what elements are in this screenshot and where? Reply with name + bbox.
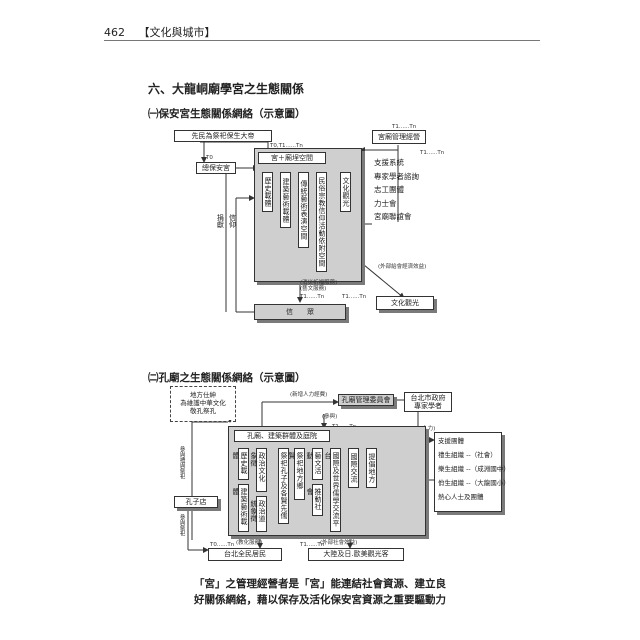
d2-mainland-box: 大陸及日.歐美觀光客 [308, 548, 404, 561]
d1-support-item: 支援系統 [374, 158, 404, 167]
d2-time-label-c: T1......Tn [300, 542, 325, 548]
d1-col-religion: 民俗宗教信仰活動依附空間 [316, 172, 327, 272]
time-label-t1tn-d: T1......Tn [342, 294, 367, 300]
running-header: 462 【文化與城市】 [104, 24, 216, 40]
diagram1-core-label: 宮＋廟埕空間 [258, 152, 326, 164]
d1-support-item: 志工團體 [374, 185, 404, 194]
d2-support-item: 禮生組織 --（社會） [438, 451, 497, 459]
section-title: 六、大龍峒廟學宮之生態關係 [148, 82, 305, 96]
diagram1-subtitle: ㈠保安宮生態關係網絡（示意圖） [148, 108, 306, 120]
d1-tourism-box: 文化觀光 [376, 296, 434, 310]
d1-belief-label: 信仰 [228, 214, 237, 228]
d2-support-item: 樂生組織 --（成淵國中） [438, 465, 510, 473]
d2-left-vertical-a: 參與禮與祭祀 [178, 446, 185, 479]
d2-support-item: 佾生組織 --（大龍國小） [438, 479, 510, 487]
page-number: 462 [104, 26, 125, 39]
d2-col-promote-society: 推動社會 [306, 484, 323, 516]
d2-time-label-b: T0......Tn [210, 542, 235, 548]
d1-support-item: 宮廟聯誼會 [374, 212, 412, 221]
d2-col-political-culture: 政治文化象徵 [250, 448, 267, 492]
d2-annotation-manpower: (人力) [420, 426, 436, 432]
time-label-t0: T0 [206, 155, 213, 161]
d2-col-architecture: 建築藝術載體 [232, 484, 249, 532]
d1-col-history: 歷史載體 [262, 172, 273, 212]
d2-support-list: 支援團體 禮生組織 --（社會） 樂生組織 --（成淵國中） 佾生組織 --（大… [438, 434, 510, 504]
d2-col-confucius-rites: 祭祀孔子及各賢先儒 [278, 448, 289, 524]
d1-col-performance: 傳統藝術表演空間 [298, 172, 309, 248]
d2-government-box: 台北市政府 專家學者 [404, 392, 452, 412]
ancestors-box: 先民為祭祀保生大帝 [174, 130, 272, 142]
d2-col-local-promotion: 提倡地方 [366, 448, 377, 488]
d2-committee-box: 孔廟管理委員會 [338, 394, 394, 406]
time-label-t1tn-b: T1......Tn [420, 150, 445, 156]
d2-annotation-social: (外部社會效益) [320, 540, 358, 546]
d2-col-international-exchange: 國際交流 [348, 448, 359, 488]
protect-temple-box: 總保安宮 [196, 162, 236, 174]
d2-col-arts-activities: 藝文活動 [306, 448, 323, 480]
time-label-t1tn-a: T1......Tn [392, 124, 417, 130]
d2-gentry-frame [170, 386, 236, 422]
d1-support-list: 支援系統 專家學者諮詢 志工團體 力士會 宮廟聯誼會 [374, 156, 419, 224]
d2-col-international-platform: 國際及世界儒學交流平台 [324, 448, 341, 532]
time-label-t1tn-c: T1......Tn [300, 294, 325, 300]
d2-support-box [434, 432, 502, 512]
caption-line-2: 好關係網絡，藉以保存及活化保安宮資源之重要驅動力 [194, 594, 446, 606]
d1-external-label: (外部給會經濟效益) [378, 264, 427, 270]
time-label-t0t1tn: T0,T1......Tn [270, 143, 303, 149]
d2-support-item: 支援團體 [438, 437, 464, 445]
d1-donate-label: 捐獻 [216, 214, 225, 228]
diagram2-subtitle: ㈡孔廟之生態關係網絡（示意圖） [148, 372, 306, 384]
d1-support-item: 專家學者諮詢 [374, 171, 419, 181]
d1-col-tourism: 文化觀光 [340, 172, 351, 212]
header-rule [104, 40, 540, 41]
d2-col-history: 歷史載體 [232, 448, 249, 480]
d2-gentry-box: 地方仕紳 為維護中華文化 敬孔祭孔 [172, 388, 234, 420]
d2-support-item: 熱心人士及團體 [438, 493, 484, 501]
running-title: 【文化與城市】 [138, 26, 216, 39]
d1-effects-label: (消災祈福服務) (藝文服務) [300, 280, 338, 292]
caption-line-1: 「宮」之管理經營者是「宮」能連結社會資源、建立良 [194, 578, 446, 590]
d2-annotation-participate: (參與) [322, 414, 338, 420]
d2-col-political-orthodoxy: 政治道統象徵 [250, 496, 267, 532]
d1-col-architecture: 建築藝術載體 [280, 172, 291, 228]
d2-col-local-sages: 祭祀地方鄉賢 [288, 448, 305, 500]
d2-left-vertical-b: 參與祭祀 [178, 514, 185, 536]
d2-confucius-shop-box: 孔子店 [174, 496, 218, 508]
d2-core-label: 孔廟、建築群體及庭院 [234, 430, 330, 442]
d2-annotation-education: (教化服務) [236, 540, 263, 546]
d1-believers-box: 信 眾 [254, 304, 346, 320]
d2-taipei-box: 台北全民居民 [208, 548, 282, 561]
temple-admin-box: 宮廟管理經營 [372, 130, 426, 144]
d2-annotation-funding: (新增人力經費) [290, 392, 328, 398]
d1-support-item: 力士會 [374, 198, 397, 208]
